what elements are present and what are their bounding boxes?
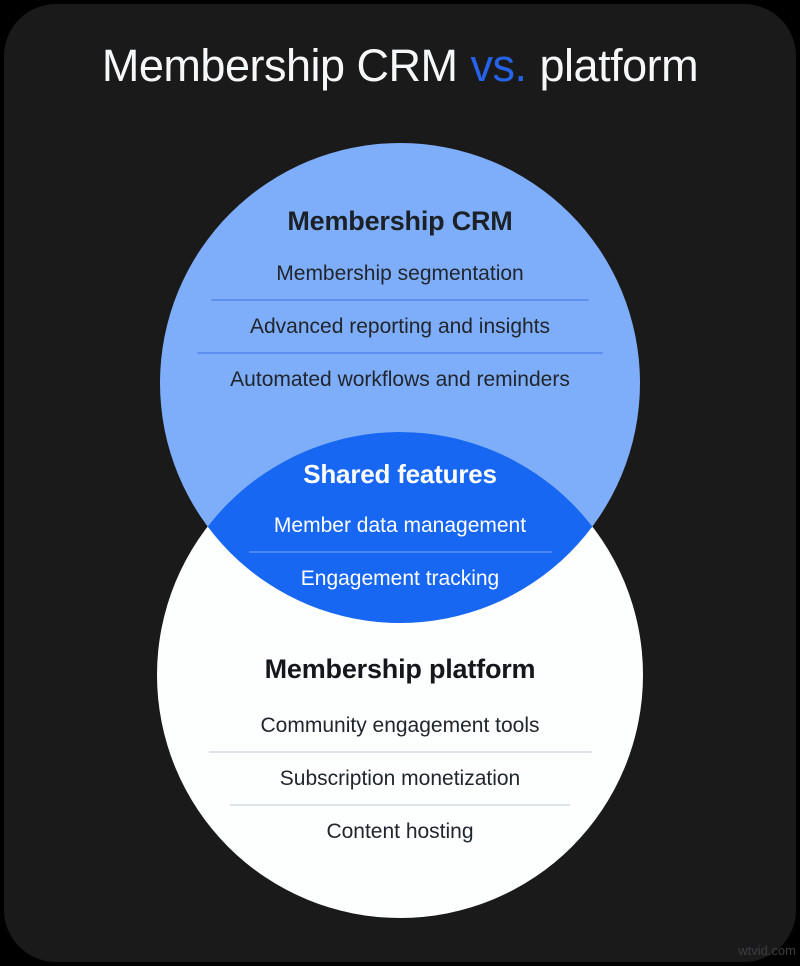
list-item: Membership segmentation xyxy=(276,261,524,285)
divider xyxy=(230,804,570,806)
top-circle-list: Membership segmentation Advanced reporti… xyxy=(160,248,640,405)
divider xyxy=(248,551,552,553)
list-item: Subscription monetization xyxy=(279,766,521,790)
page-title: Membership CRM vs. platform xyxy=(0,40,800,92)
divider xyxy=(211,299,589,301)
list-item: Engagement tracking xyxy=(300,566,500,590)
list-item: Advanced reporting and insights xyxy=(249,314,551,338)
bottom-circle-list: Community engagement tools Subscription … xyxy=(160,700,640,857)
list-item: Content hosting xyxy=(326,819,474,843)
shared-section-title: Shared features xyxy=(303,459,497,489)
watermark: wtvid.com xyxy=(738,943,796,958)
page-title-part1: Membership CRM xyxy=(101,40,458,91)
shared-section-list: Member data management Engagement tracki… xyxy=(160,500,640,604)
list-item: Community engagement tools xyxy=(260,713,540,737)
list-item: Automated workflows and reminders xyxy=(230,367,570,391)
divider xyxy=(197,352,603,354)
page-title-vs-accent: vs. xyxy=(470,40,528,91)
list-item: Member data management xyxy=(273,513,527,537)
divider xyxy=(208,751,592,753)
bottom-circle-title: Membership platform xyxy=(264,654,536,684)
page-title-part2: platform xyxy=(539,40,699,91)
top-circle-title: Membership CRM xyxy=(287,206,513,236)
